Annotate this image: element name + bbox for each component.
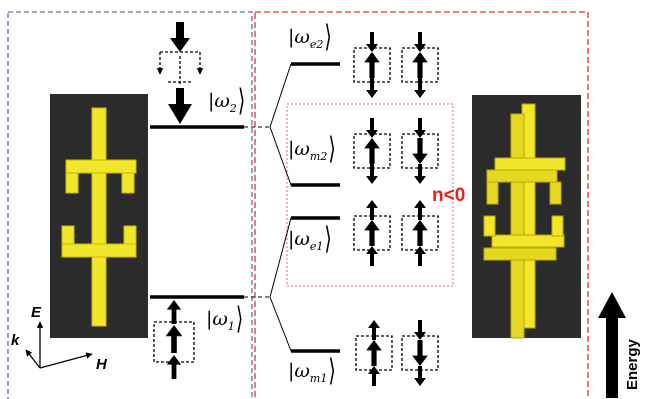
single-resonator-image <box>50 94 148 338</box>
current-arrow-down <box>412 340 428 366</box>
left-dashed-frame <box>7 11 253 399</box>
axis-label-e: E <box>31 304 42 321</box>
current-arrow-up <box>414 246 426 266</box>
current-arrow-down <box>414 32 426 52</box>
current-arrow-up <box>368 320 380 340</box>
current-loop <box>355 335 393 371</box>
current-arrow-up <box>364 220 380 246</box>
current-loop <box>401 47 439 83</box>
mode-pattern-omega-2 <box>156 22 204 124</box>
label-omega-e2: |ωe2⟩ <box>288 19 332 55</box>
current-arrow-down <box>366 118 378 138</box>
field-orientation-axes <box>25 321 93 369</box>
current-loop <box>401 133 439 169</box>
current-arrow-up <box>366 200 378 220</box>
current-arrow-up <box>366 340 382 366</box>
mode-pattern-omega-m2 <box>353 118 439 184</box>
current-loop <box>401 335 439 371</box>
mode-pattern-omega-m1 <box>355 320 439 386</box>
current-loop <box>401 215 439 251</box>
right-dashed-frame <box>254 11 589 399</box>
current-arrow-down <box>366 78 378 98</box>
axis-label-h: H <box>96 356 107 373</box>
current-arrow-up <box>412 52 428 78</box>
negative-index-region <box>286 103 454 287</box>
label-omega-m1: |ωm1⟩ <box>288 353 336 389</box>
current-loop <box>353 133 391 169</box>
mode-pattern-omega-e2 <box>353 32 439 98</box>
current-arrow-down <box>414 118 426 138</box>
label-omega-e1: |ωe1⟩ <box>288 221 332 257</box>
current-arrow-up <box>364 138 380 164</box>
mode-pattern-omega-1 <box>153 300 195 379</box>
current-loop <box>353 47 391 83</box>
negative-index-label: n<0 <box>432 185 466 206</box>
label-omega-1: |ω1⟩ <box>206 301 244 337</box>
energy-arrow <box>598 292 626 398</box>
current-arrow-up <box>364 52 380 78</box>
current-arrow-up <box>368 366 380 386</box>
current-arrow-down <box>366 32 378 52</box>
energy-axis-label: Energy <box>624 339 641 390</box>
current-arrow-down <box>414 78 426 98</box>
current-arrow-down <box>414 366 426 386</box>
current-arrow-up <box>414 200 426 220</box>
current-arrow-up <box>366 246 378 266</box>
current-arrow-down <box>366 164 378 184</box>
current-arrow-down <box>414 164 426 184</box>
label-omega-2: |ω2⟩ <box>208 83 246 119</box>
coupled-resonator-image <box>472 95 581 339</box>
label-omega-m2: |ωm2⟩ <box>288 131 336 167</box>
current-arrow-up <box>412 220 428 246</box>
current-arrow-down <box>414 320 426 340</box>
axis-label-k: k <box>11 332 20 349</box>
mode-pattern-omega-e1 <box>353 200 439 266</box>
current-loop <box>353 215 391 251</box>
current-arrow-down <box>412 138 428 164</box>
